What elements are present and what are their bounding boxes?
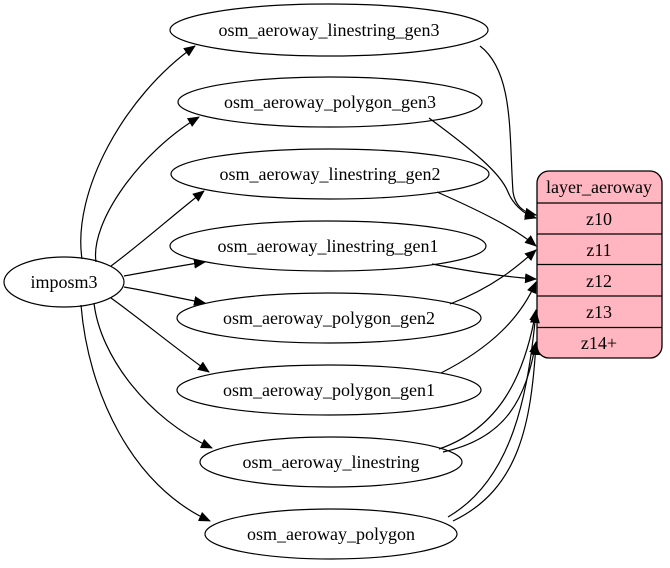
label-row-z11: z11 [586, 240, 611, 260]
edge-osm-aeroway-linestring-gen2-to-z11 [436, 191, 537, 247]
label-osm-aeroway-linestring-gen3: osm_aeroway_linestring_gen3 [219, 20, 440, 40]
label-osm-aeroway-linestring: osm_aeroway_linestring [243, 452, 420, 472]
label-osm-aeroway-polygon-gen2: osm_aeroway_polygon_gen2 [223, 308, 435, 328]
node-layer-aeroway [536, 170, 663, 359]
edge-osm-aeroway-polygon-to-z14 [452, 343, 541, 522]
node-osm-aeroway-polygon-gen3 [177, 76, 483, 128]
label-layer-aeroway-title: layer_aeroway [546, 177, 652, 197]
label-imposm3: imposm3 [30, 272, 97, 292]
node-osm-aeroway-polygon [204, 508, 458, 560]
node-osm-aeroway-linestring [199, 436, 463, 488]
edge-imposm3-to-osm-aeroway-polygon-gen1 [110, 297, 210, 373]
node-imposm3 [3, 256, 125, 308]
label-osm-aeroway-linestring-gen2: osm_aeroway_linestring_gen2 [220, 164, 441, 184]
node-osm-aeroway-linestring-gen3 [169, 3, 489, 57]
label-row-z13: z13 [586, 302, 612, 322]
edge-osm-aeroway-polygon-gen3-to-z10 [428, 117, 537, 220]
label-row-z14plus: z14+ [581, 333, 617, 353]
edge-osm-aeroway-polygon-gen2-to-z11 [449, 249, 537, 305]
label-osm-aeroway-linestring-gen1: osm_aeroway_linestring_gen1 [218, 236, 439, 256]
edge-imposm3-to-osm-aeroway-linestring-gen3 [80, 45, 196, 260]
node-osm-aeroway-polygon-gen1 [176, 364, 482, 416]
edge-osm-aeroway-polygon-gen1-to-z12 [440, 281, 537, 374]
edge-osm-aeroway-linestring-to-z13 [438, 309, 540, 450]
edge-osm-aeroway-polygon-to-z13 [447, 311, 540, 518]
edge-imposm3-to-osm-aeroway-linestring-gen2 [110, 190, 205, 267]
edge-imposm3-to-osm-aeroway-polygon-gen2 [123, 286, 206, 306]
edge-imposm3-to-osm-aeroway-polygon [80, 304, 211, 522]
edge-imposm3-to-osm-aeroway-polygon-gen3 [94, 116, 200, 263]
edge-osm-aeroway-linestring-gen3-to-z10 [479, 45, 537, 218]
label-row-z10: z10 [586, 209, 612, 229]
node-osm-aeroway-linestring-gen1 [169, 220, 487, 272]
edge-imposm3-to-osm-aeroway-linestring [93, 302, 213, 449]
label-osm-aeroway-polygon: osm_aeroway_polygon [247, 524, 415, 544]
label-osm-aeroway-polygon-gen1: osm_aeroway_polygon_gen1 [223, 380, 435, 400]
label-osm-aeroway-polygon-gen3: osm_aeroway_polygon_gen3 [224, 92, 436, 112]
edge-osm-aeroway-linestring-to-z14 [442, 341, 539, 453]
label-row-z12: z12 [586, 271, 612, 291]
node-osm-aeroway-polygon-gen2 [176, 292, 482, 344]
edge-osm-aeroway-linestring-gen1-to-z12 [431, 263, 537, 284]
node-osm-aeroway-linestring-gen2 [170, 148, 490, 200]
edge-imposm3-to-osm-aeroway-linestring-gen1 [123, 258, 206, 277]
